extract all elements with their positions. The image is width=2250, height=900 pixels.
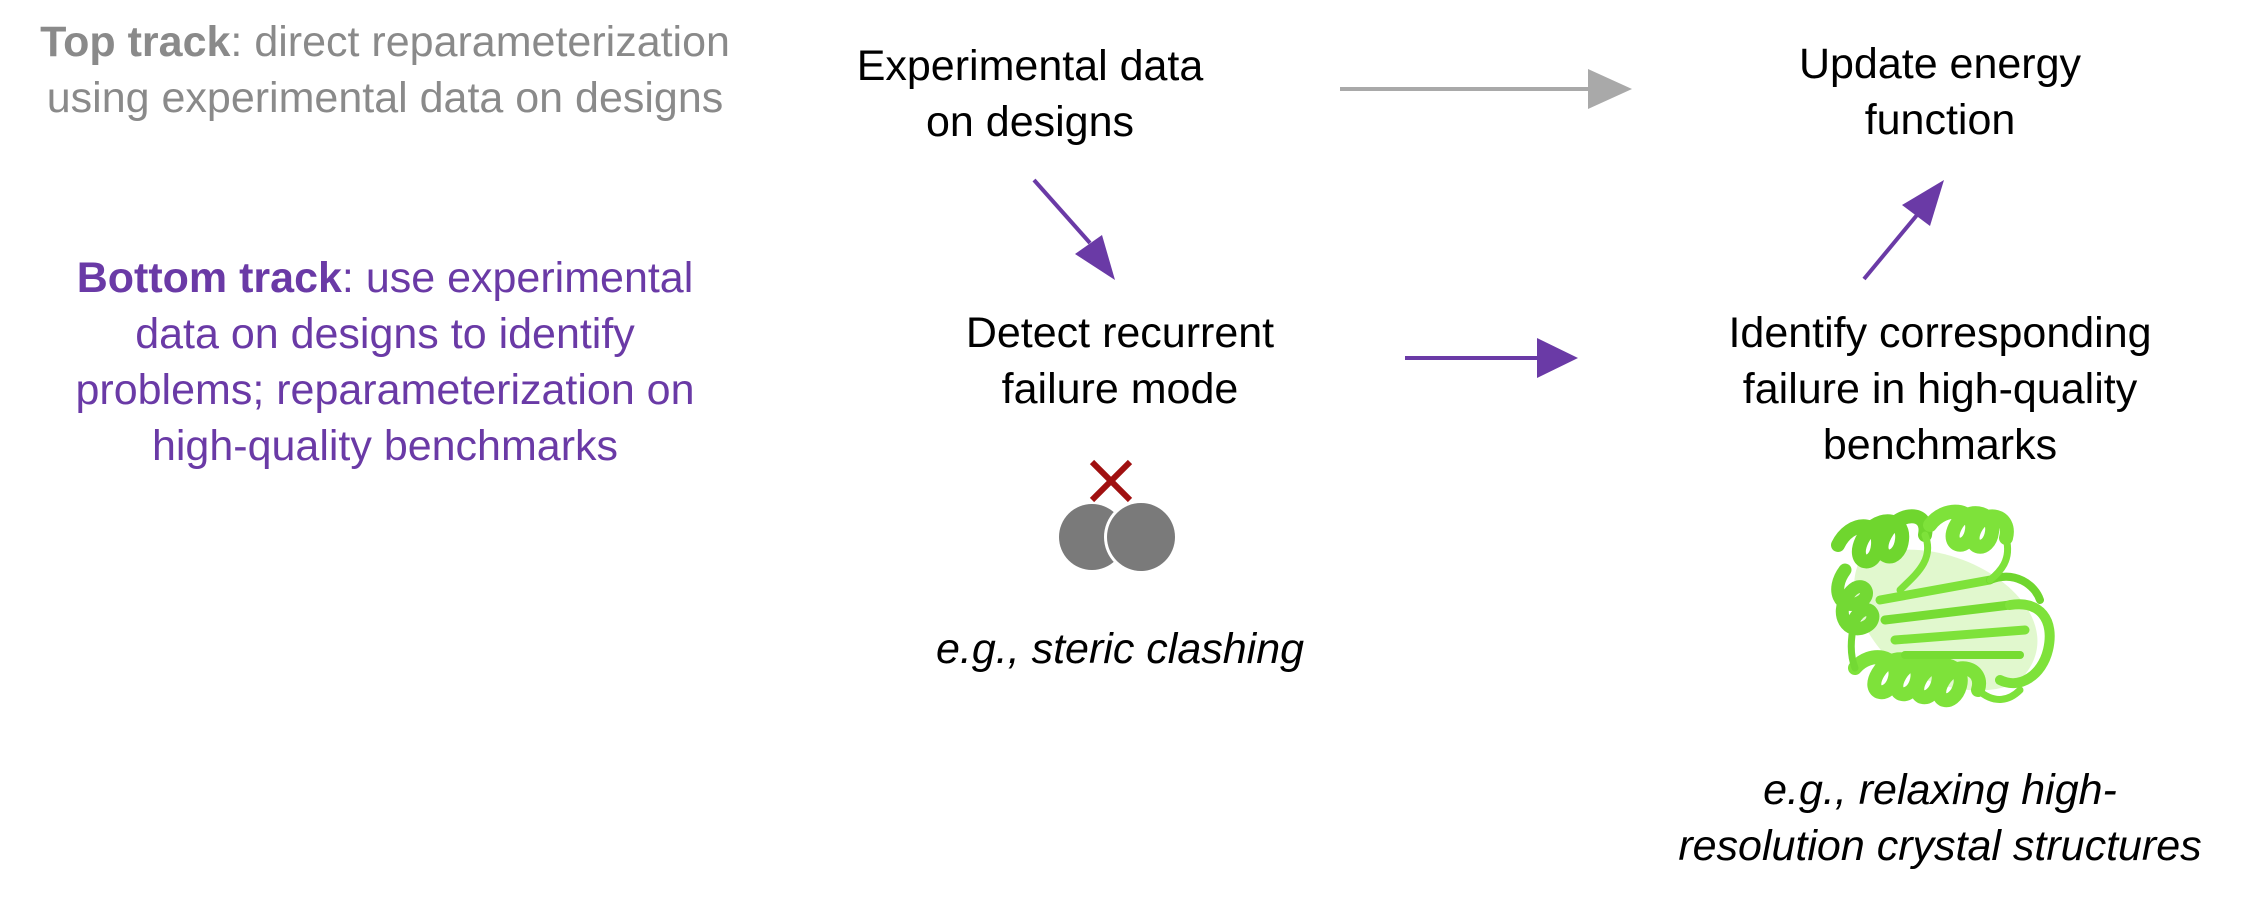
arrow-experimental-to-detect — [1032, 178, 1115, 280]
node-update-energy-function: Update energy function — [1720, 36, 2160, 148]
top-track-separator: : — [230, 18, 255, 66]
node-identify-line2: failure in high-quality — [1742, 365, 2138, 413]
bottom-track-description: use experimental data on designs to iden… — [75, 254, 695, 470]
example-steric-clashing: e.g., steric clashing — [935, 625, 1305, 673]
example-relax-line1: e.g., relaxing high- — [1763, 766, 2117, 814]
top-track-legend: Top track: direct reparameterization usi… — [40, 14, 730, 126]
steric-clash-icon — [1059, 459, 1178, 574]
top-track-arrow — [1340, 69, 1632, 109]
node-identify-line1: Identify corresponding — [1728, 309, 2152, 357]
bottom-track-title: Bottom track — [76, 254, 342, 302]
node-update-line2: function — [1864, 96, 2016, 144]
node-experimental-line2: on designs — [926, 98, 1134, 146]
node-identify-failure: Identify corresponding failure in high-q… — [1680, 305, 2200, 473]
bottom-track-separator: : — [341, 254, 366, 302]
top-track-description: direct reparameterization using experime… — [46, 18, 730, 122]
node-detect-failure-mode: Detect recurrent failure mode — [900, 305, 1340, 417]
arrow-detect-to-identify — [1405, 338, 1578, 378]
example-relax-line2: resolution crystal structures — [1678, 822, 2202, 870]
arrow-identify-to-update — [1862, 180, 1944, 281]
example-relaxing-structures: e.g., relaxing high- resolution crystal … — [1630, 762, 2250, 874]
top-track-title: Top track — [40, 18, 231, 66]
protein-structure-icon — [1831, 504, 2055, 708]
node-detect-line2: failure mode — [1001, 365, 1239, 413]
node-experimental-data: Experimental data on designs — [820, 38, 1240, 150]
bottom-track-legend: Bottom track: use experimental data on d… — [40, 250, 730, 474]
node-identify-line3: benchmarks — [1822, 421, 2058, 469]
node-update-line1: Update energy — [1798, 40, 2082, 88]
node-detect-line1: Detect recurrent — [965, 309, 1275, 357]
node-experimental-line1: Experimental data — [856, 42, 1204, 90]
